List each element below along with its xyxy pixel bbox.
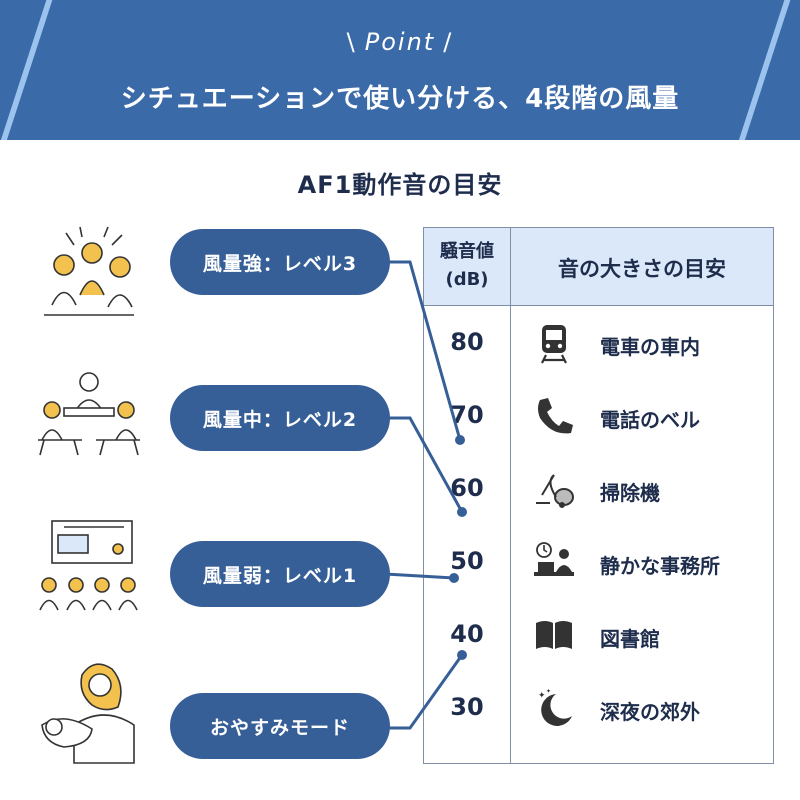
header-stripe-right	[729, 0, 797, 140]
chart-title: AF1動作音の目安	[297, 171, 503, 199]
header-db-line2: (dB)	[445, 269, 489, 290]
db-value-50: 50	[450, 547, 484, 575]
header-reference: 音の大きさの目安	[558, 257, 726, 281]
mode-label: 風量強：レベル3	[202, 252, 358, 275]
db-value-80: 80	[450, 328, 484, 356]
mode-pill-sleep: おやすみモード	[170, 693, 390, 759]
svg-text:✦: ✦	[538, 691, 546, 701]
table-header	[424, 228, 773, 306]
db-value-30: 30	[450, 693, 484, 721]
db-value-60: 60	[450, 474, 484, 502]
moon-icon: ✦ ✦	[538, 688, 572, 726]
mode-pill-level1: 風量弱：レベル1	[170, 541, 390, 607]
mode-label: おやすみモード	[209, 716, 350, 739]
reference-label: 電車の車内	[600, 335, 700, 359]
header-db: 騒音値 (dB)	[424, 238, 510, 294]
header-title: シチュエーションで使い分ける、4段階の風量	[120, 84, 680, 114]
reference-label: 電話のベル	[600, 408, 700, 432]
reference-label: 掃除機	[600, 481, 660, 505]
header-stripe-left	[0, 0, 59, 140]
vacuum-icon	[536, 474, 574, 508]
point-label: \Point/	[0, 28, 800, 56]
meeting-illustration	[38, 372, 140, 456]
header-banner: \Point/ シチュエーションで使い分ける、4段階の風量	[0, 0, 800, 140]
point-text: Point	[364, 28, 436, 56]
column-divider	[510, 228, 511, 763]
db-value-70: 70	[450, 401, 484, 429]
office-icon	[534, 542, 574, 576]
seminar-illustration	[39, 520, 138, 611]
db-value-40: 40	[450, 620, 484, 648]
slash-left-icon: \	[346, 28, 357, 56]
reference-label: 図書館	[600, 627, 660, 651]
mode-label: 風量中：レベル2	[202, 408, 358, 431]
svg-text:✦: ✦	[546, 688, 551, 695]
noise-table: 騒音値 (dB) 音の大きさの目安 80 70 60 50 40 30	[423, 227, 774, 764]
reference-label: 静かな事務所	[600, 554, 720, 578]
book-icon	[536, 621, 572, 649]
slash-right-icon: /	[443, 28, 454, 56]
mode-pill-level3: 風量強：レベル3	[170, 229, 390, 295]
train-icon	[541, 325, 567, 364]
phone-icon	[538, 398, 573, 434]
header-db-line1: 騒音値	[440, 241, 494, 262]
mode-pill-level2: 風量中：レベル2	[170, 385, 390, 451]
reference-label: 深夜の郊外	[600, 700, 700, 724]
mode-label: 風量弱：レベル1	[202, 564, 358, 587]
mother-baby-illustration	[41, 663, 135, 764]
group-party-illustration	[44, 226, 134, 316]
